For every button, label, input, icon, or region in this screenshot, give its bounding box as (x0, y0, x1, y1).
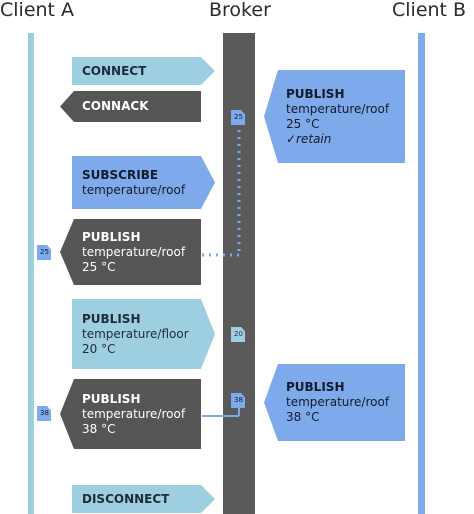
client-b-publish-retain: PUBLISH temperature/roof 25 °C ✓retain (264, 70, 405, 163)
retained-value-tag: 25 (231, 110, 245, 125)
client-a-header: Client A (0, 0, 75, 21)
publish-topic: temperature/roof (82, 406, 186, 421)
publish-retained-delivery: PUBLISH temperature/roof 25 °C (60, 219, 201, 285)
connect-message: CONNECT (72, 57, 215, 85)
subscribe-message: SUBSCRIBE temperature/roof (72, 156, 215, 209)
client-a-received-tag: 25 (37, 245, 51, 260)
publish-value: 20 °C (82, 341, 116, 356)
publish-label: PUBLISH (82, 391, 141, 406)
broker-value-tag: 38 (231, 393, 245, 408)
client-b-publish: PUBLISH temperature/roof 38 °C (264, 364, 405, 441)
publish-label: PUBLISH (286, 86, 345, 101)
publish-value: 25 °C (286, 116, 320, 131)
floor-value-tag: 20 (231, 327, 245, 342)
connack-message: CONNACK (60, 91, 201, 122)
publish-label: PUBLISH (286, 380, 345, 394)
publish-topic: temperature/roof (286, 101, 390, 116)
retain-flag: ✓retain (286, 131, 332, 146)
publish-floor-message: PUBLISH temperature/floor 20 °C (72, 299, 215, 369)
client-b-lifeline (418, 33, 425, 514)
client-b-header: Client B (392, 0, 467, 21)
disconnect-label: DISCONNECT (82, 491, 170, 506)
publish-value: 38 °C (286, 410, 320, 424)
publish-label: PUBLISH (82, 229, 141, 244)
publish-topic: temperature/roof (82, 244, 186, 259)
publish-value: 25 °C (82, 259, 116, 274)
client-a-lifeline (28, 33, 34, 514)
connack-label: CONNACK (82, 99, 149, 113)
publish-value: 38 °C (82, 421, 116, 436)
broker-header: Broker (209, 0, 271, 21)
publish-topic: temperature/floor (82, 326, 189, 341)
client-a-value-tag: 38 (37, 406, 51, 421)
subscribe-topic: temperature/roof (82, 182, 186, 197)
connect-label: CONNECT (82, 63, 147, 78)
disconnect-message: DISCONNECT (72, 485, 215, 513)
subscribe-label: SUBSCRIBE (82, 167, 159, 182)
publish-topic: temperature/roof (286, 395, 390, 409)
publish-roof-delivery: PUBLISH temperature/roof 38 °C (60, 379, 201, 449)
publish-label: PUBLISH (82, 311, 141, 326)
